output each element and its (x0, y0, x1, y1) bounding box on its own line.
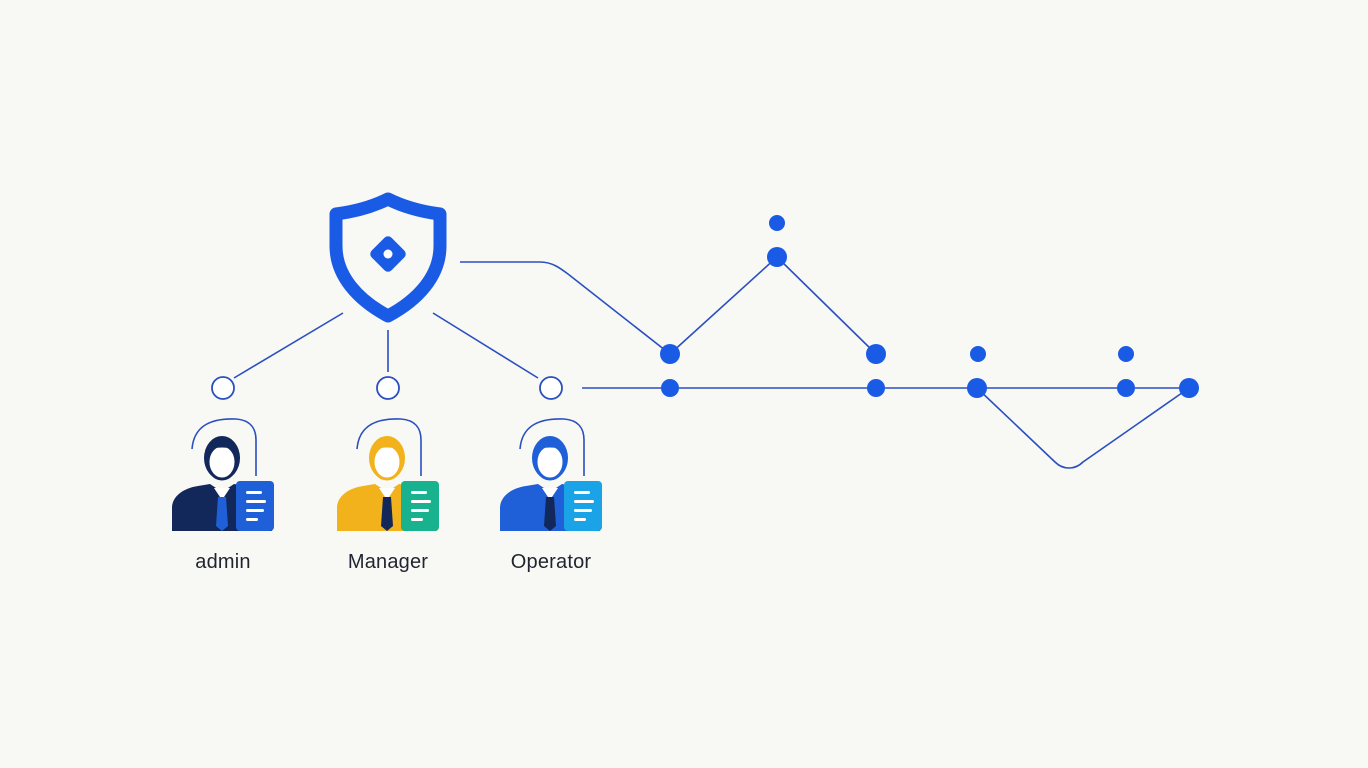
peak-path (669, 255, 877, 355)
valley-path (976, 387, 1190, 469)
network-dot (866, 344, 886, 364)
hub-link-path (460, 261, 671, 355)
network-dot (1179, 378, 1199, 398)
shield-icon (329, 192, 447, 323)
network-dot (970, 346, 986, 362)
role-node-operator (539, 376, 563, 400)
role-label-admin: admin (195, 551, 251, 573)
hub-connectors (233, 312, 539, 379)
network-dot (767, 247, 787, 267)
network-dot (1118, 346, 1134, 362)
role-node-manager (376, 376, 400, 400)
network-dot (967, 378, 987, 398)
role-label-operator: Operator (510, 551, 592, 573)
id-badge-icon (401, 481, 439, 531)
user-manager (337, 418, 439, 531)
role-label-manager: Manager (347, 551, 429, 573)
role-nodes (211, 376, 563, 400)
network-dot (1117, 379, 1135, 397)
user-operator (500, 418, 602, 531)
network-dot (769, 215, 785, 231)
role-node-admin (211, 376, 235, 400)
network-dot (661, 379, 679, 397)
id-badge-icon (236, 481, 274, 531)
id-badge-icon (564, 481, 602, 531)
user-admin (172, 418, 274, 531)
network-dots (660, 215, 1199, 398)
network-dot (660, 344, 680, 364)
network-paths (460, 255, 1190, 469)
network-dot (867, 379, 885, 397)
